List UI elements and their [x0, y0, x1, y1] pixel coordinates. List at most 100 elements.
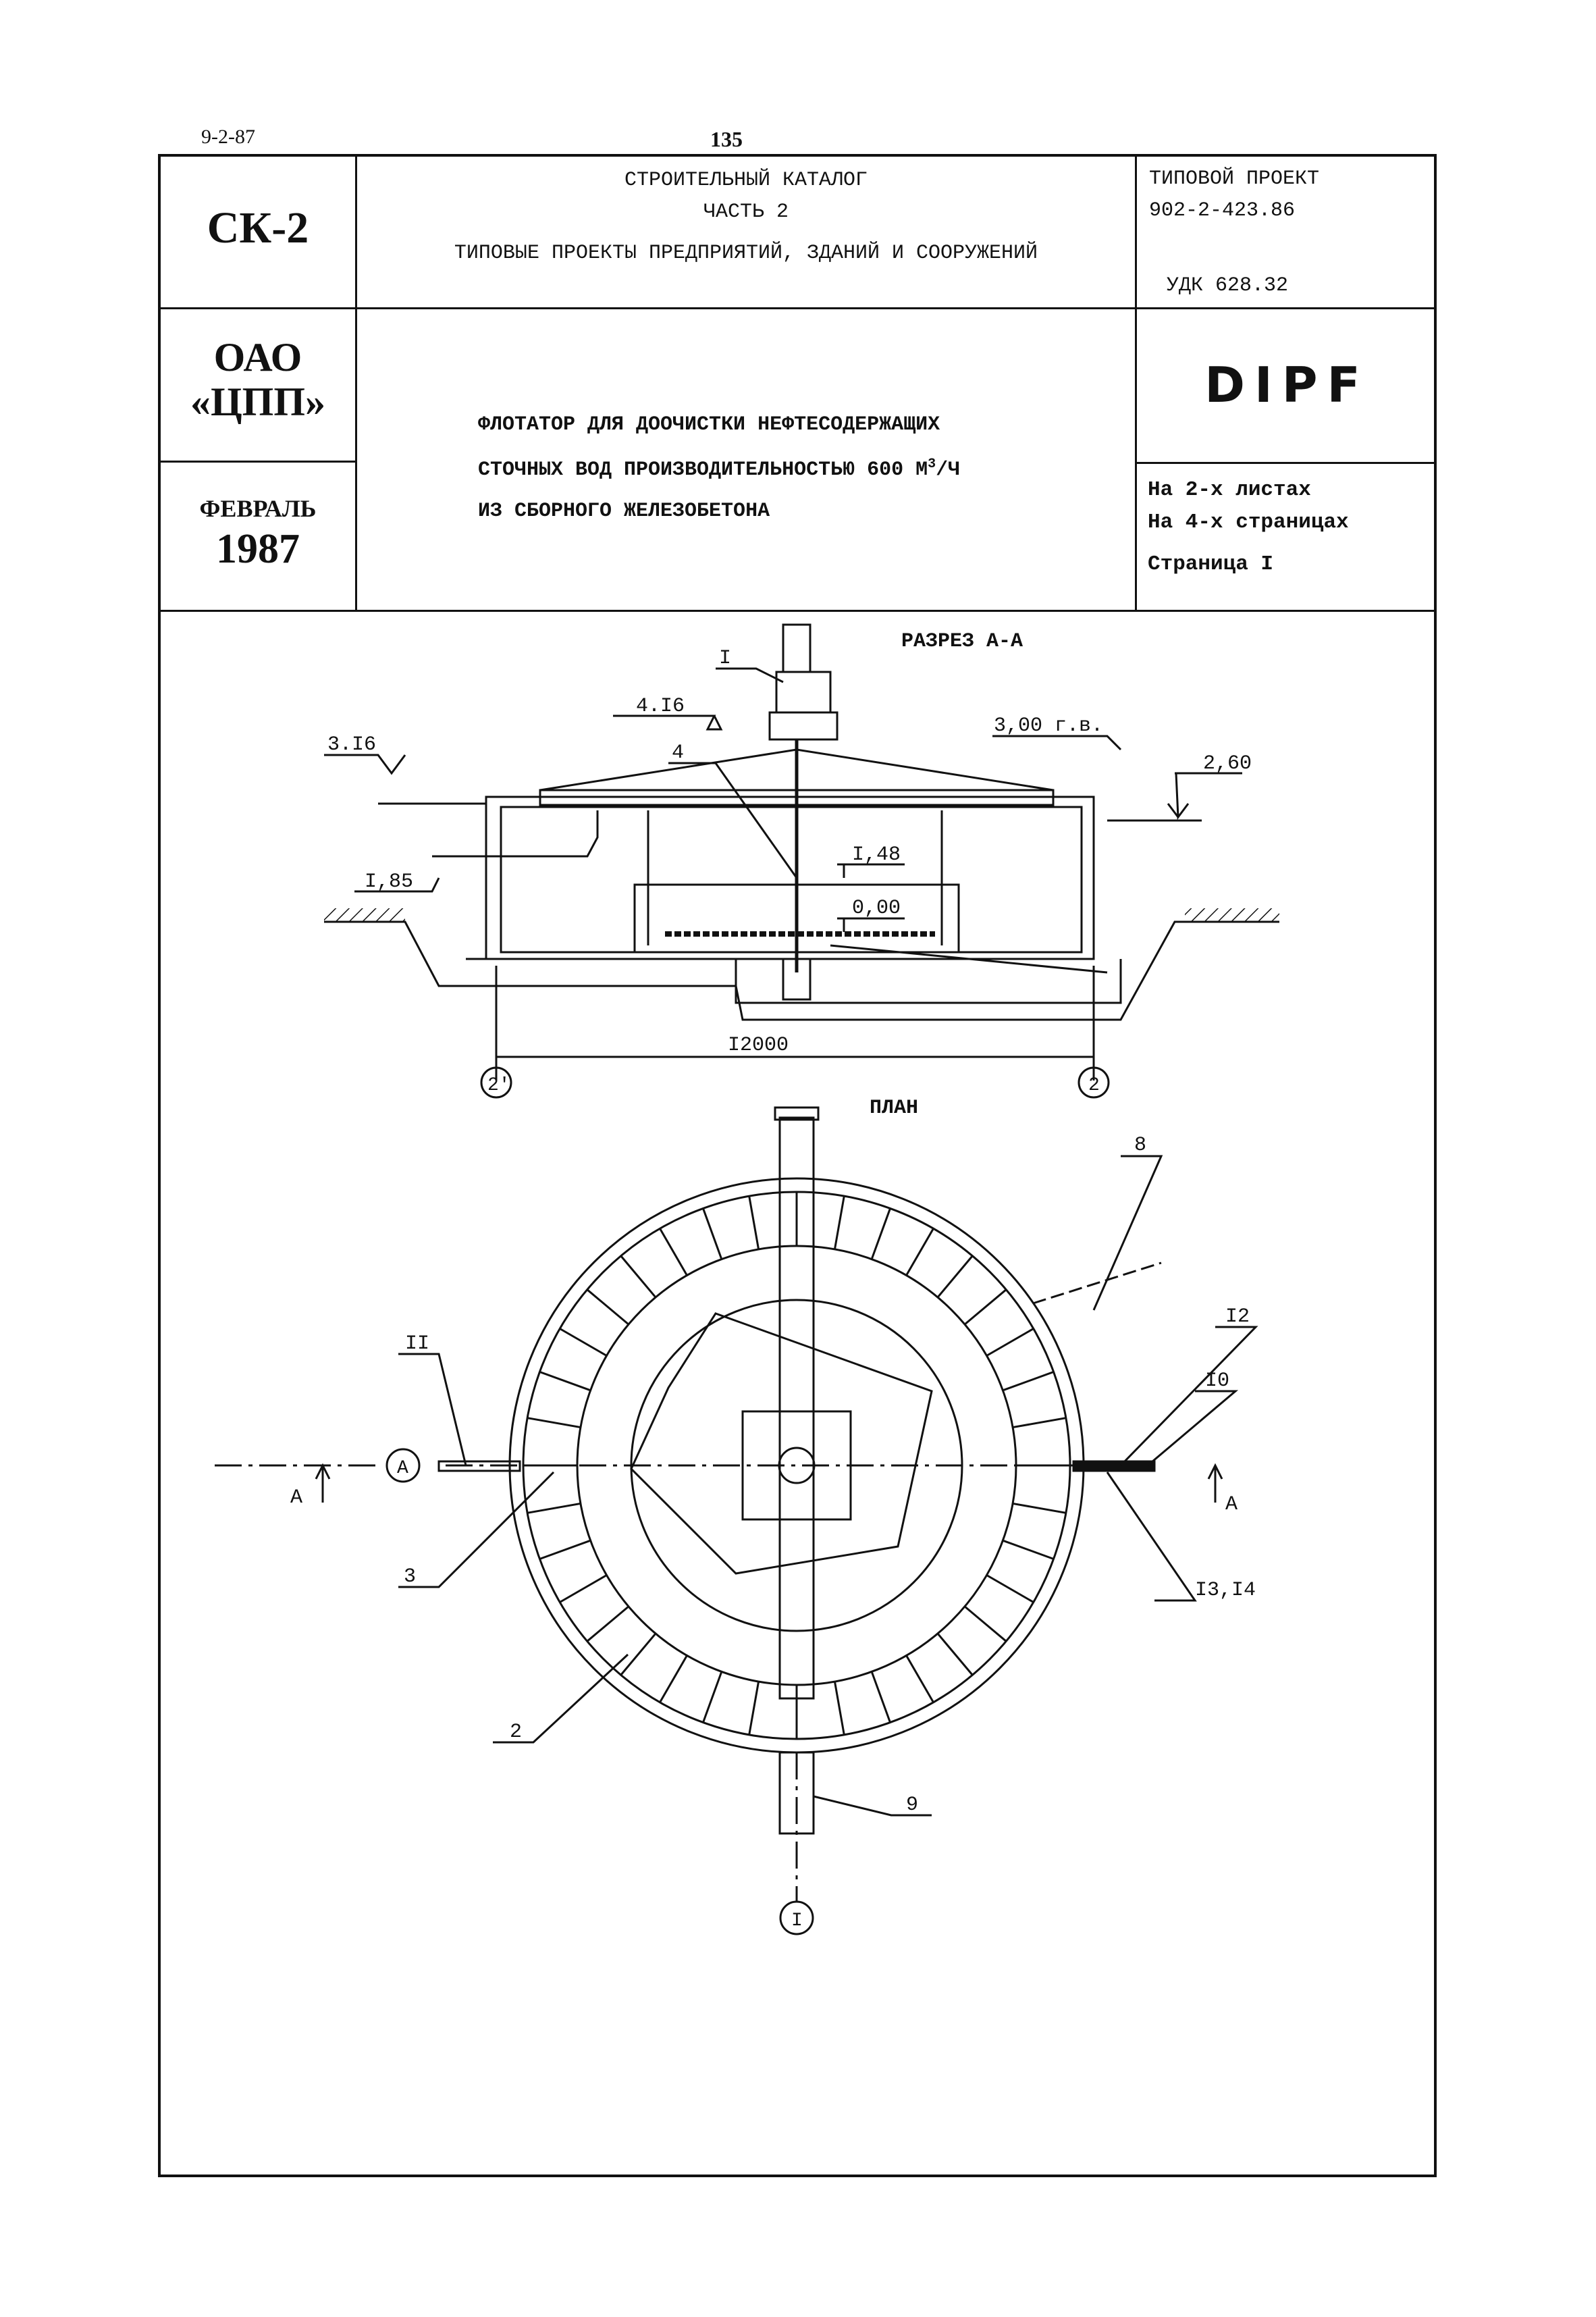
- tray-segment-line: [833, 1195, 845, 1250]
- tray-segments: [523, 1192, 1070, 1739]
- pipe-8: [1032, 1261, 1162, 1305]
- header-vline-left: [355, 154, 357, 612]
- tray-segment-line: [870, 1671, 891, 1723]
- doc-title-line-1: ФЛОТАТОР ДЛЯ ДООЧИСТКИ НЕФТЕСОДЕРЖАЩИХ: [478, 413, 940, 436]
- tray-segment-line: [527, 1502, 581, 1514]
- tray-segment-line: [986, 1574, 1034, 1603]
- level-mark-000: [837, 917, 905, 932]
- doc-title-sup: 3: [928, 457, 936, 472]
- leader-I-section: [716, 667, 784, 683]
- tank-inner: [500, 806, 1083, 954]
- callout-12: I2: [1225, 1305, 1250, 1328]
- org-line-2: «ЦПП»: [190, 380, 325, 424]
- issue-year: 1987: [216, 526, 300, 572]
- section-arrow-left-head: [315, 1463, 331, 1480]
- axis-bubble-bottom: [779, 1900, 814, 1935]
- scraper-frame: [630, 1312, 933, 1575]
- mark-316: 3.I6: [327, 733, 376, 756]
- catalog-section-label: СК-2: [207, 203, 309, 253]
- leader-12: [1119, 1326, 1258, 1467]
- tray-segment-line: [986, 1328, 1034, 1357]
- header-divider-1: [158, 307, 1437, 309]
- outlet-slope: [830, 944, 1108, 974]
- plan-title: ПЛАН: [870, 1097, 918, 1120]
- tray-segment-line: [702, 1671, 723, 1723]
- axis-label-bottom: I: [791, 1910, 803, 1931]
- header-vline-right: [1135, 154, 1137, 612]
- drive-motor: [775, 671, 832, 714]
- callout-11: II: [405, 1332, 429, 1355]
- mark-260: 2,60: [1203, 752, 1252, 775]
- tray-segment-line: [905, 1228, 934, 1276]
- level-mark-316: [324, 754, 406, 775]
- roof-struts: [539, 748, 1054, 791]
- section-view: [324, 623, 1279, 1099]
- ground-hatch-right: [1185, 908, 1279, 922]
- drive-gear: [768, 711, 839, 741]
- level-mark-260: [1167, 772, 1242, 821]
- inlet-pipe: [432, 810, 599, 858]
- level-mark-300: [992, 735, 1122, 751]
- mark-000: 0,00: [852, 897, 901, 920]
- mark-185: I,85: [365, 870, 413, 893]
- doc-title-line-2-unit: /Ч: [936, 459, 961, 481]
- doc-title-line-2-text: СТОЧНЫХ ВОД ПРОИЗВОДИТЕЛЬНОСТЬЮ 600 М: [478, 459, 928, 481]
- callout-3: 3: [404, 1565, 416, 1588]
- tray-segment-line: [586, 1605, 629, 1642]
- udk-code: УДК 628.32: [1167, 274, 1289, 297]
- section-arrow-right-head: [1207, 1463, 1223, 1480]
- section-bubble-a: [385, 1448, 421, 1483]
- axis-bubble-left: [480, 1066, 512, 1099]
- doc-title-line-2: СТОЧНЫХ ВОД ПРОИЗВОДИТЕЛЬНОСТЬЮ 600 М3/Ч: [478, 457, 960, 481]
- callout-I: I: [719, 647, 731, 670]
- sheets-count: На 2-х листах: [1148, 478, 1311, 502]
- axis-label-right: 2: [1088, 1075, 1100, 1096]
- leader-8: [1092, 1155, 1163, 1311]
- axis-bubble-right: [1078, 1066, 1110, 1099]
- callout-9: 9: [906, 1794, 918, 1817]
- bridge: [778, 1116, 815, 1700]
- tray-segment-line: [905, 1655, 934, 1703]
- doc-code: 9-2-87: [201, 126, 255, 148]
- leader-13-14: [1106, 1472, 1197, 1602]
- pages-count: На 4-х страницах: [1148, 511, 1349, 534]
- tray-segment-line: [559, 1328, 608, 1357]
- tray-segment-line: [539, 1539, 591, 1560]
- mark-416: 4.I6: [636, 695, 685, 718]
- tray-segment-line: [620, 1255, 657, 1298]
- org-name: ОАО «ЦПП»: [161, 335, 355, 424]
- tray-segment-line: [833, 1681, 845, 1736]
- tray-segment-line: [659, 1228, 688, 1276]
- tray-segment-line: [1002, 1371, 1055, 1392]
- issue-month: ФЕВРАЛЬ: [199, 495, 317, 522]
- bridge-end: [774, 1106, 820, 1121]
- level-mark-148: [837, 863, 905, 878]
- leader-3: [398, 1471, 555, 1588]
- pipe-9: [778, 1751, 815, 1835]
- axis-label-left: 2': [487, 1075, 510, 1096]
- bearing: [782, 958, 812, 1001]
- section-bubble-label: A: [397, 1458, 408, 1479]
- mark-148: I,48: [852, 843, 901, 866]
- catalog-subtitle: ТИПОВЫЕ ПРОЕКТЫ ПРЕДПРИЯТИЙ, ЗДАНИЙ И СО…: [454, 242, 1038, 265]
- header-divider-left: [158, 461, 356, 463]
- current-page: Страница I: [1148, 552, 1274, 576]
- page-number: 135: [710, 127, 743, 151]
- tray-segment-line: [559, 1574, 608, 1603]
- leader-9: [813, 1795, 932, 1817]
- mark-300: 3,00 г.в.: [994, 714, 1103, 737]
- callout-10: I0: [1205, 1370, 1229, 1392]
- section-arrow-right-label: A: [1225, 1493, 1238, 1516]
- callout-4: 4: [672, 741, 684, 764]
- header-divider-bottom: [158, 610, 1437, 612]
- leader-2: [493, 1653, 629, 1744]
- plan-view: [215, 1106, 1258, 1935]
- base-slab: [466, 958, 1122, 1004]
- level-mark-416: [613, 714, 723, 731]
- tray-segment-line: [702, 1207, 723, 1260]
- tray-segment-line: [748, 1681, 760, 1736]
- project-code: 902-2-423.86: [1149, 199, 1296, 222]
- callout-8: 8: [1134, 1134, 1146, 1157]
- drive-top: [782, 623, 812, 673]
